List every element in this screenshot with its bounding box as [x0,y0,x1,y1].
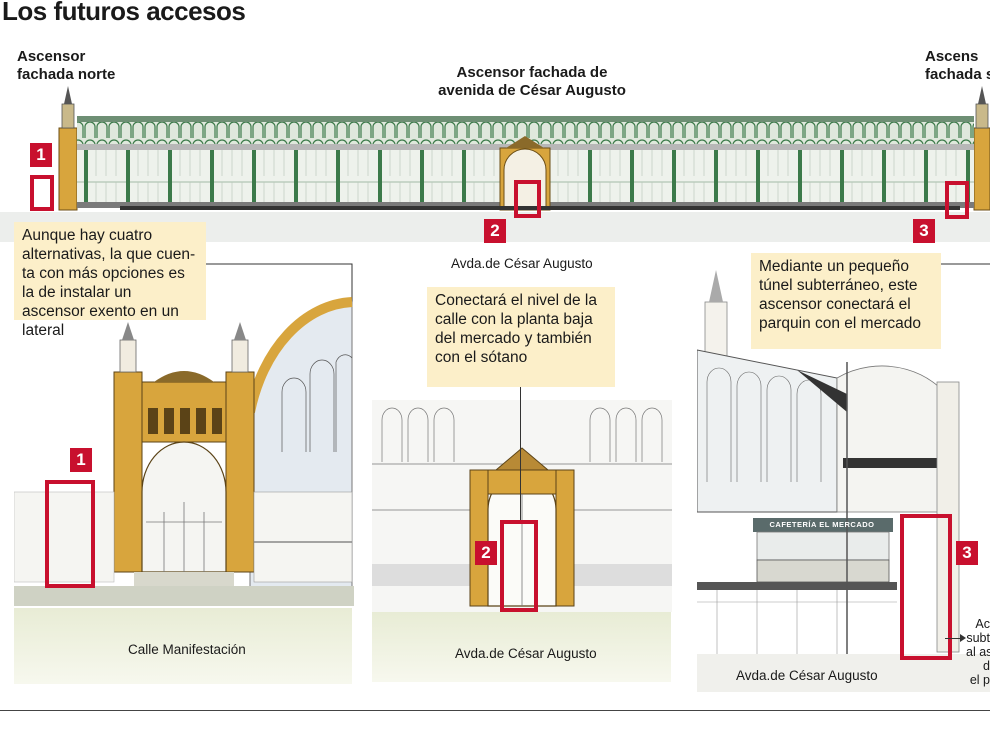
label-center-elevator: Ascensor fachada de avenida de César Aug… [438,64,626,99]
panel-2-ground [372,612,671,682]
badge-3-detail: 3 [956,541,978,565]
label-south-elevator: Ascens fachada s [925,48,990,83]
page-title: Los futuros accesos [2,0,246,26]
tunnel-cut-note: Ac subt al as d el p [966,617,990,687]
bottom-rule [0,710,990,711]
elevator-3-marker [945,181,969,219]
elevator-1-marker [30,175,54,211]
badge-2-top: 2 [484,219,506,243]
panel-2-drawing [372,400,672,612]
note-center-pointer [520,386,521,522]
caption-center-street: Avda.de César Augusto [455,646,597,661]
note-right: Mediante un pequeño túnel subterráneo, e… [751,253,941,349]
panel-1-drawing [14,263,354,606]
tunnel-arrow-line [945,638,961,639]
label-north-elevator: Ascensor fachada norte [17,48,116,83]
tunnel-arrow-icon [960,634,966,642]
cafeteria-sign: CAFETERÍA EL MERCADO [769,520,875,529]
note-left: Aunque hay cuatro alternativas, la que c… [14,222,206,339]
elevator-3-detail [900,514,952,660]
badge-2-detail: 2 [475,541,497,565]
caption-right-street: Avda.de César Augusto [736,668,878,683]
panel-1-ground [14,608,352,684]
badge-1-detail: 1 [70,448,92,472]
badge-3-top: 3 [913,219,935,243]
badge-1-top: 1 [30,143,52,167]
note-center: Conectará el nivel de la calle con la pl… [427,287,615,387]
panel-3-drawing [697,263,990,692]
caption-left-street: Calle Manifestación [128,642,246,657]
elevator-2-detail [500,520,538,612]
caption-top-street: Avda.de César Augusto [451,256,593,271]
elevator-2-marker [514,180,541,218]
elevator-1-detail [45,480,95,588]
